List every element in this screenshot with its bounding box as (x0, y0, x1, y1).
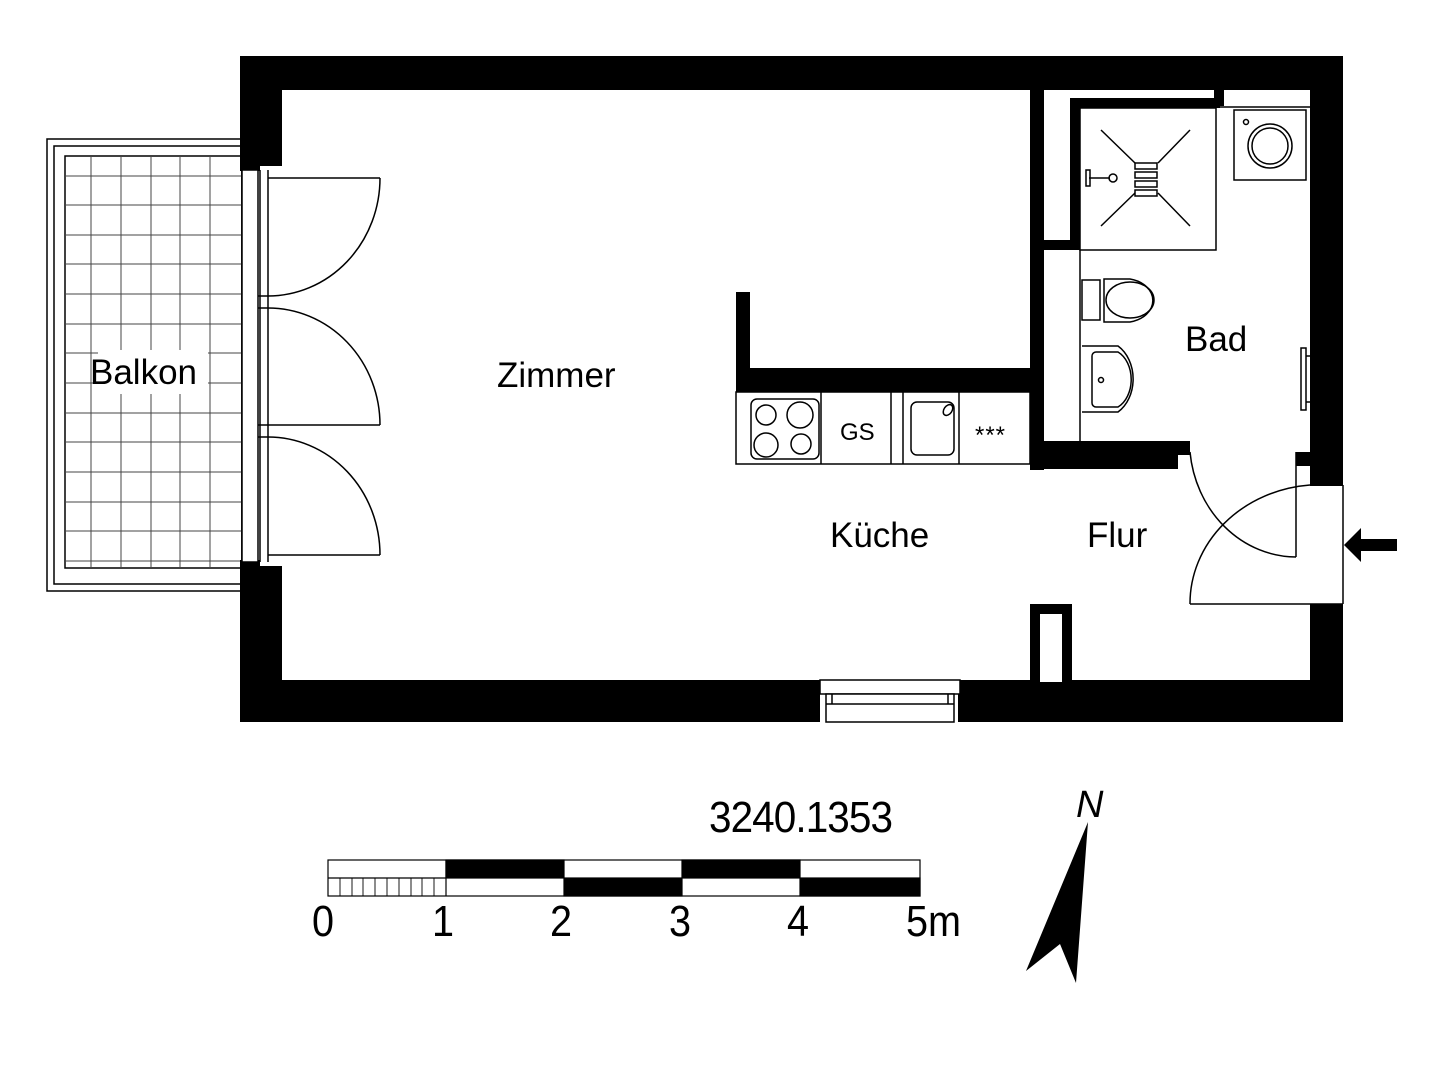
stove-icon (750, 398, 820, 460)
flur-niche (1040, 614, 1062, 682)
washing-machine-icon (1216, 106, 1310, 181)
room-label-zimmer: Zimmer (497, 356, 616, 395)
scale-tick-3: 3 (669, 897, 692, 946)
north-arrow-icon (1026, 822, 1088, 983)
extra-unit-label: *** (975, 422, 1007, 449)
balcony (46, 138, 243, 592)
plan-id: 3240.1353 (709, 793, 893, 842)
towel-rail-icon (1300, 347, 1310, 411)
walls (240, 56, 1343, 722)
scale-tick-4: 4 (787, 897, 810, 946)
dishwasher-label: GS (840, 419, 875, 446)
room-label-flur: Flur (1087, 516, 1148, 555)
balcony-doors (241, 169, 381, 563)
scale-tick-2: 2 (550, 897, 573, 946)
bottom-window (819, 679, 961, 723)
north-label: N (1076, 784, 1104, 826)
scale-bar (327, 859, 921, 897)
scale-tick-1: 1 (432, 897, 455, 946)
kitchen-counter (735, 391, 1031, 465)
sink-icon (910, 401, 955, 456)
doors (1189, 451, 1344, 605)
room-label-kueche: Küche (830, 516, 930, 555)
scale-tick-0: 0 (312, 897, 335, 946)
shower-icon (1079, 107, 1217, 251)
bathroom-fixtures (1079, 106, 1310, 441)
washbasin-icon (1082, 345, 1134, 413)
toilet-icon (1081, 278, 1155, 323)
arrow-left-icon (1344, 528, 1397, 562)
scale-tick-5: 5m (906, 897, 962, 946)
room-label-balkon: Balkon (90, 353, 198, 392)
room-label-bad: Bad (1185, 320, 1248, 359)
